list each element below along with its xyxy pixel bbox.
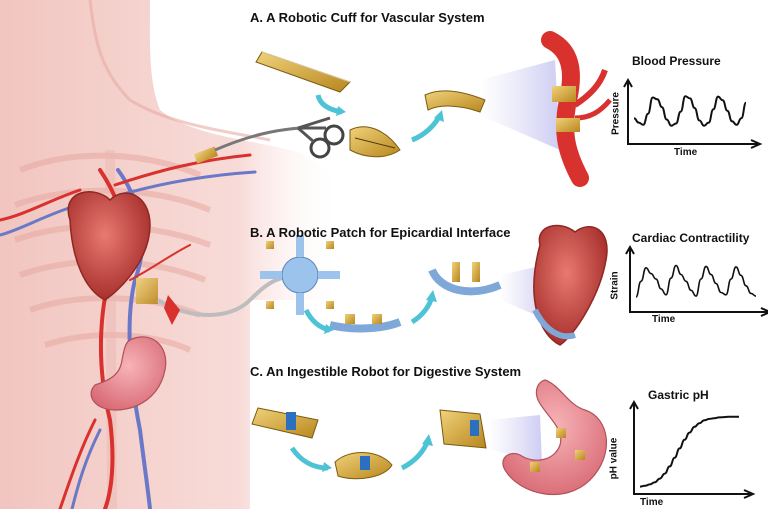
chart-b-xlabel: Time bbox=[652, 314, 676, 325]
panel-c-robots bbox=[251, 379, 607, 495]
panel-b-title: B. A Robotic Patch for Epicardial Interf… bbox=[250, 225, 511, 240]
panel-c-title: C. An Ingestible Robot for Digestive Sys… bbox=[250, 364, 522, 379]
series-gastric-ph bbox=[639, 415, 739, 488]
series-blood-pressure bbox=[633, 95, 747, 127]
chart-b-ylabel: Strain bbox=[609, 271, 621, 300]
chart-b bbox=[625, 244, 768, 317]
panel-a-robots bbox=[255, 31, 612, 187]
series-cardiac-contractility bbox=[635, 264, 757, 298]
implant-a bbox=[193, 116, 345, 164]
chart-c-xlabel: Time bbox=[640, 497, 664, 508]
chart-c-ylabel: pH value bbox=[608, 437, 620, 480]
chart-b-title: Cardiac Contractility bbox=[632, 231, 750, 245]
chart-a bbox=[623, 77, 763, 149]
stomach-organ bbox=[90, 336, 167, 411]
chart-a-ylabel: Pressure bbox=[610, 92, 622, 135]
panel-b-robots bbox=[260, 224, 608, 346]
chart-c bbox=[629, 399, 756, 499]
panel-a-title: A. A Robotic Cuff for Vascular System bbox=[250, 10, 485, 25]
chart-c-title: Gastric pH bbox=[648, 388, 709, 402]
heart-organ bbox=[67, 191, 151, 301]
chart-a-title: Blood Pressure bbox=[632, 54, 721, 68]
chart-a-xlabel: Time bbox=[674, 147, 698, 158]
